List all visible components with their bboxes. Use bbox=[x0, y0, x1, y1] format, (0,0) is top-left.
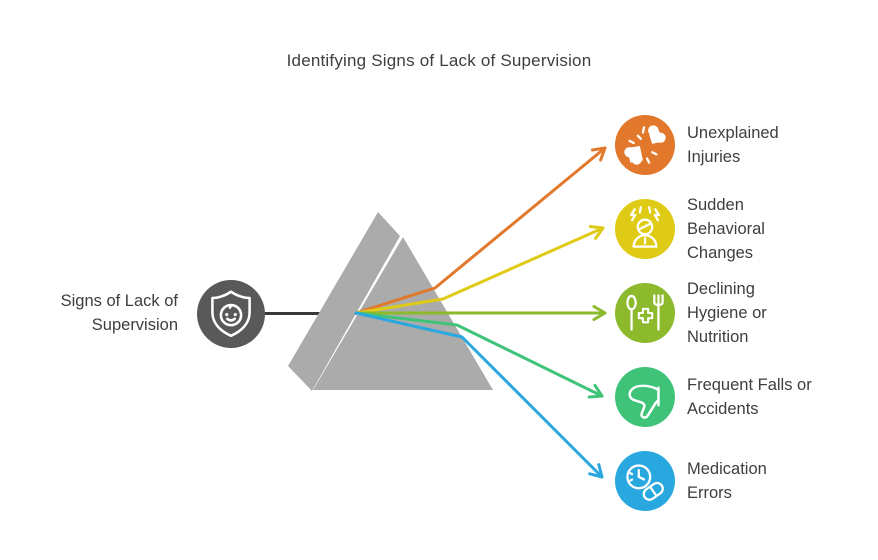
page-title: Identifying Signs of Lack of Supervision bbox=[286, 51, 592, 70]
broken-bone-icon bbox=[615, 115, 675, 175]
arrowhead-icon bbox=[590, 146, 607, 162]
node-declining-hygiene bbox=[615, 283, 675, 348]
ray-frequent-falls bbox=[354, 311, 604, 399]
item-label-unexplained-injuries: Unexplained Injuries bbox=[687, 124, 779, 166]
thumbs-down-icon bbox=[615, 367, 675, 427]
source-label: Signs of Lack of Supervision bbox=[60, 292, 178, 334]
spoon-cross-fork-icon bbox=[615, 283, 675, 343]
node-frequent-falls bbox=[615, 367, 675, 432]
ray-sudden-behavioral-changes bbox=[354, 225, 605, 315]
arrowhead-icon bbox=[588, 463, 604, 479]
item-label-frequent-falls: Frequent Falls or Accidents bbox=[687, 376, 812, 418]
item-label-declining-hygiene: Declining Hygiene or Nutrition bbox=[687, 280, 767, 346]
arrowhead-icon bbox=[592, 305, 607, 321]
ray-declining-hygiene bbox=[354, 305, 607, 321]
arrowhead-icon bbox=[588, 225, 605, 240]
item-label-medication-errors: Medication Errors bbox=[687, 460, 767, 502]
node-medication-errors bbox=[615, 451, 675, 516]
clock-pill-icon bbox=[615, 451, 675, 511]
ray-unexplained-injuries bbox=[354, 146, 607, 315]
node-sudden-behavioral-changes bbox=[615, 199, 675, 264]
stressed-person-icon bbox=[615, 199, 675, 259]
node-unexplained-injuries bbox=[615, 115, 675, 180]
prism-side-face bbox=[288, 212, 400, 391]
item-label-sudden-behavioral-changes: Sudden Behavioral Changes bbox=[687, 196, 765, 262]
arrowhead-icon bbox=[587, 383, 604, 399]
shield-baby-icon bbox=[197, 280, 265, 348]
ray-medication-errors bbox=[354, 311, 604, 479]
source-node bbox=[197, 280, 265, 353]
